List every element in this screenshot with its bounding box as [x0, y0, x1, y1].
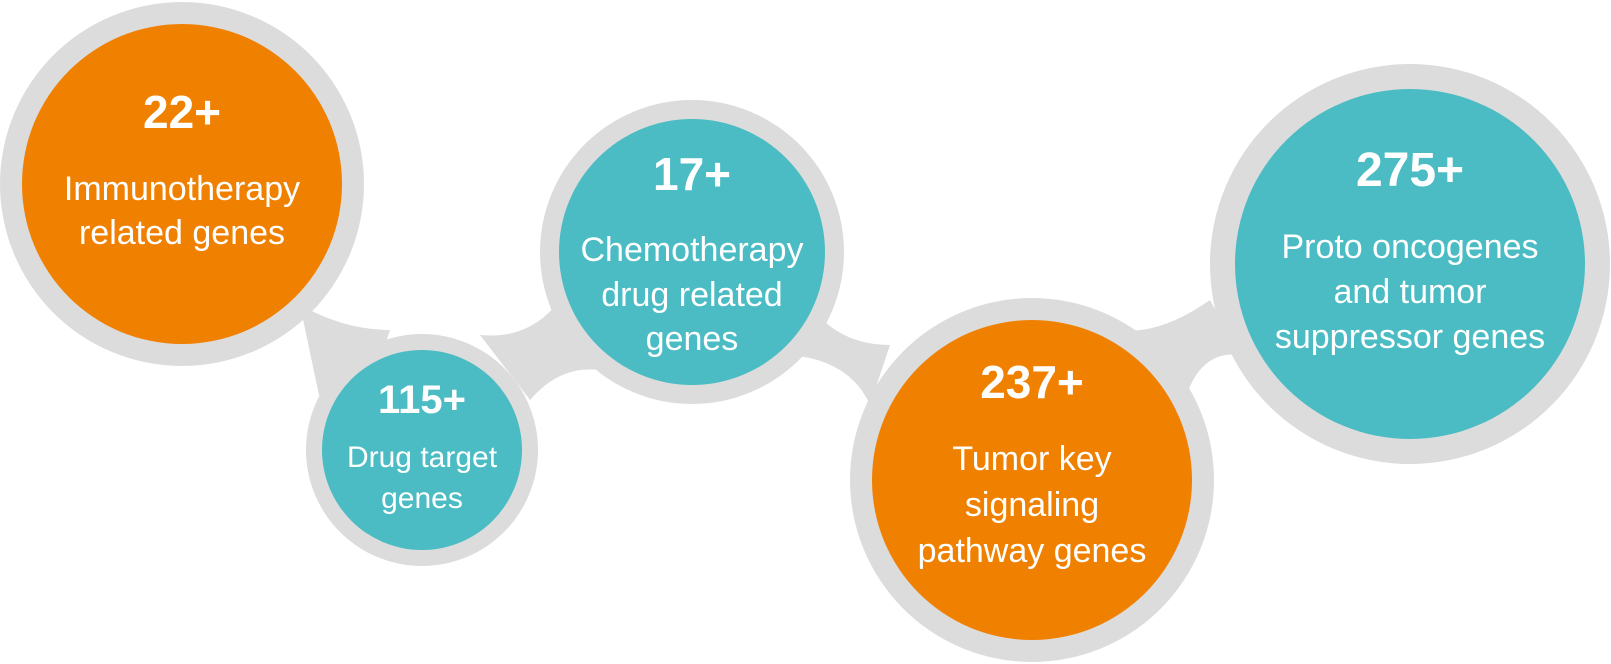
node-disc-teal: [1235, 89, 1585, 439]
node-label-line: genes: [381, 482, 463, 515]
node-tumor-signaling: 237+ Tumor key signaling pathway genes: [850, 298, 1214, 662]
node-label-line: signaling: [965, 486, 1099, 524]
node-label-line: genes: [646, 320, 739, 358]
node-count: 115+: [378, 378, 466, 422]
node-immunotherapy: 22+ Immunotherapy related genes: [0, 2, 364, 366]
node-disc-teal: [322, 350, 522, 550]
node-label-line: pathway genes: [918, 532, 1147, 570]
node-label-line: and tumor: [1333, 273, 1486, 311]
node-label-line: Proto oncogenes: [1281, 228, 1538, 266]
node-label-line: Chemotherapy: [580, 231, 803, 269]
connector-1-2: [300, 305, 390, 400]
node-label-line: Tumor key: [952, 440, 1111, 478]
node-proto-oncogenes: 275+ Proto oncogenes and tumor suppresso…: [1210, 64, 1610, 464]
node-count: 275+: [1356, 144, 1464, 197]
node-disc-teal: [559, 119, 825, 385]
connector-4-5: [1120, 300, 1240, 400]
node-label-line: suppressor genes: [1275, 318, 1545, 356]
node-label-line: Drug target: [347, 441, 498, 474]
node-label-line: related genes: [79, 214, 285, 252]
node-drug-target: 115+ Drug target genes: [306, 334, 538, 566]
node-disc-orange: [22, 24, 342, 344]
node-count: 22+: [143, 86, 221, 138]
node-label-line: Immunotherapy: [64, 170, 300, 208]
node-label-line: drug related: [601, 276, 782, 314]
node-count: 17+: [653, 148, 731, 200]
node-disc-orange: [872, 320, 1192, 640]
node-chemotherapy: 17+ Chemotherapy drug related genes: [540, 100, 844, 404]
node-count: 237+: [980, 356, 1084, 408]
